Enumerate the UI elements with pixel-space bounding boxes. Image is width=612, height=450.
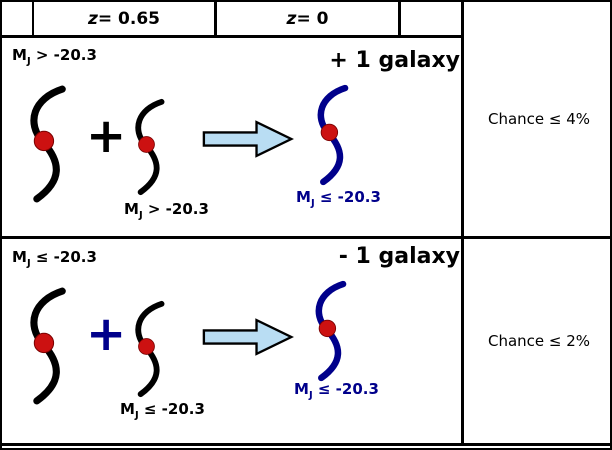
label-text: > -20.3 xyxy=(30,46,97,64)
result-galaxy-icon xyxy=(304,82,360,188)
header-cell-z0: z = 0 xyxy=(217,2,398,36)
label-text: ≤ -20.3 xyxy=(314,188,381,206)
label-text: M xyxy=(120,400,135,418)
label-text: M xyxy=(296,188,311,206)
label-subscript: J xyxy=(26,56,31,67)
magnitude-label-input2: MJ ≤ -20.3 xyxy=(120,400,205,421)
result-galaxy-icon xyxy=(302,278,358,384)
label-text: M xyxy=(12,248,27,266)
plus-sign: + xyxy=(86,306,127,362)
label-text: M xyxy=(124,200,139,218)
divider xyxy=(461,2,464,443)
chance-label: Chance ≤ 4% xyxy=(487,110,591,128)
magnitude-label-input1: MJ > -20.3 xyxy=(12,46,97,67)
arrow-right-icon xyxy=(202,118,296,160)
divider xyxy=(2,443,610,446)
galaxy-icon xyxy=(122,96,176,198)
divider xyxy=(2,35,463,38)
redshift-symbol: z xyxy=(286,9,297,29)
label-subscript: J xyxy=(26,258,31,269)
galaxy-icon xyxy=(14,82,80,206)
galaxy-icon xyxy=(122,298,176,400)
redshift-value: = 0 xyxy=(296,9,329,29)
galaxy-icon xyxy=(14,284,80,408)
header-cell-z065: z = 0.65 xyxy=(34,2,214,36)
label-text: > -20.3 xyxy=(142,200,209,218)
label-text: ≤ -20.3 xyxy=(312,380,379,398)
divider xyxy=(214,2,217,36)
redshift-symbol: z xyxy=(87,9,98,29)
plus-sign: + xyxy=(86,108,127,164)
label-text: ≤ -20.3 xyxy=(138,400,205,418)
magnitude-label-result: MJ ≤ -20.3 xyxy=(296,188,381,209)
result-count-label: + 1 galaxy xyxy=(329,48,460,73)
arrow-right-icon xyxy=(202,316,296,358)
label-subscript: J xyxy=(134,410,139,421)
magnitude-label-input1: MJ ≤ -20.3 xyxy=(12,248,97,269)
label-text: M xyxy=(294,380,309,398)
divider xyxy=(32,2,34,36)
magnitude-label-result: MJ ≤ -20.3 xyxy=(294,380,379,401)
chance-label: Chance ≤ 2% xyxy=(487,332,591,350)
redshift-value: = 0.65 xyxy=(97,9,160,29)
label-subscript: J xyxy=(310,198,315,209)
label-text: M xyxy=(12,46,27,64)
label-subscript: J xyxy=(138,210,143,221)
label-text: ≤ -20.3 xyxy=(30,248,97,266)
result-count-label: - 1 galaxy xyxy=(338,244,460,269)
divider xyxy=(398,2,401,36)
label-subscript: J xyxy=(308,390,313,401)
magnitude-label-input2: MJ > -20.3 xyxy=(124,200,209,221)
divider xyxy=(2,236,610,239)
